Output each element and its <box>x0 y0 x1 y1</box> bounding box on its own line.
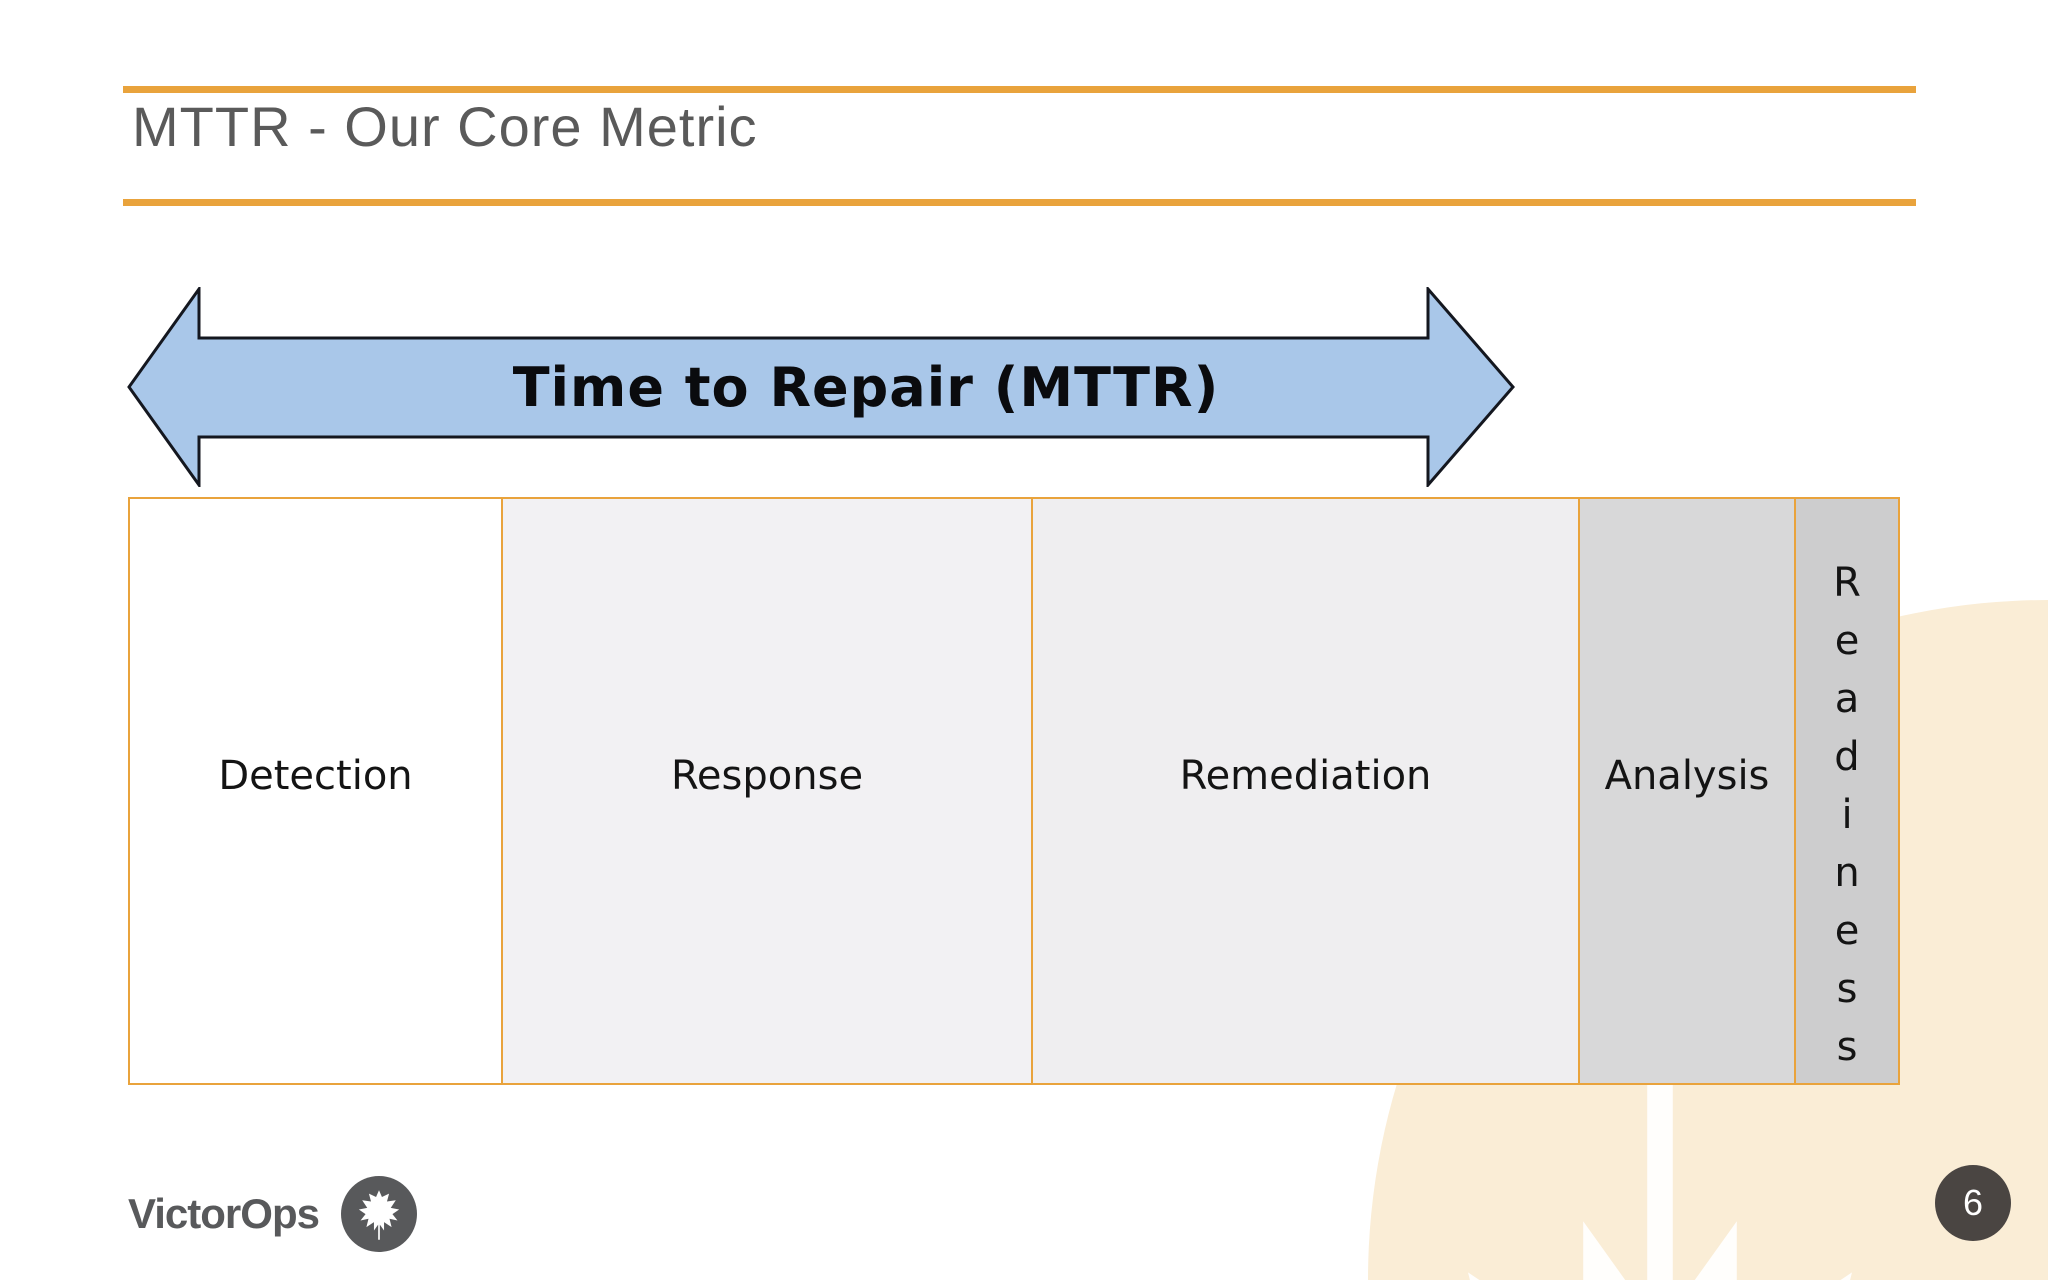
mttr-phase-table: Detection Response Remediation Analysis … <box>128 497 1900 1085</box>
phase-analysis: Analysis <box>1580 499 1796 1083</box>
phase-label: Analysis <box>1604 753 1770 799</box>
victorops-logo-text: VictorOps <box>128 1190 320 1237</box>
double-arrow-shape <box>127 287 1515 487</box>
mttr-arrow-label: Time to Repair (MTTR) <box>512 355 1220 419</box>
page-number-badge: 6 <box>1935 1165 2011 1241</box>
phase-label: Detection <box>218 753 413 799</box>
victorops-leaf-icon <box>340 1176 417 1252</box>
victorops-logo: VictorOps <box>128 1176 417 1252</box>
phase-detection: Detection <box>130 499 503 1083</box>
phase-remediation: Remediation <box>1033 499 1580 1083</box>
mttr-arrow: Time to Repair (MTTR) <box>127 287 1515 487</box>
phase-readiness: Readiness <box>1796 499 1898 1083</box>
phase-label: Response <box>670 753 864 799</box>
watermark-oak-leaf-icon <box>1368 1080 1968 1280</box>
header-rule-bottom <box>123 199 1916 206</box>
phase-label: Readiness <box>1824 560 1870 1082</box>
header-rule-top <box>123 86 1916 93</box>
page-title: MTTR - Our Core Metric <box>132 95 758 158</box>
phase-label: Remediation <box>1179 753 1432 799</box>
phase-response: Response <box>503 499 1033 1083</box>
